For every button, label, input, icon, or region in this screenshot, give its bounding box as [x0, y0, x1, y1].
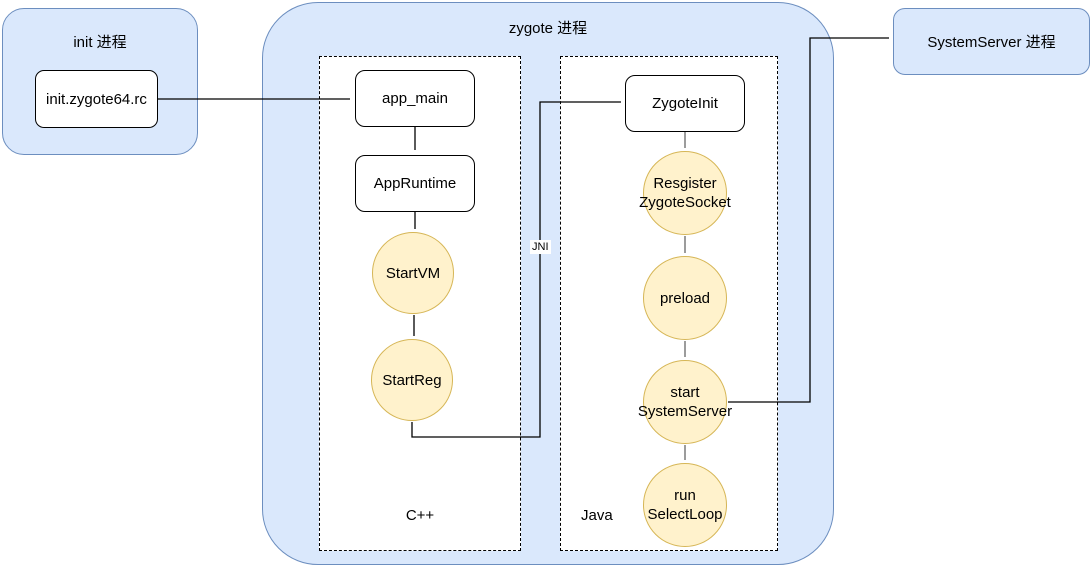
node-startreg: StartReg — [371, 339, 453, 421]
systemserver-process-container: SystemServer 进程 — [893, 8, 1090, 75]
node-zygoteinit: ZygoteInit — [625, 75, 745, 132]
zygote-process-title: zygote 进程 — [508, 20, 588, 37]
node-init-zygote64-rc: init.zygote64.rc — [35, 70, 158, 128]
init-process-container: init 进程 — [2, 8, 198, 155]
java-section-label: Java — [581, 507, 613, 524]
node-startvm: StartVM — [372, 232, 454, 314]
init-process-title: init 进程 — [73, 34, 127, 51]
node-start-systemserver: start SystemServer — [638, 360, 732, 444]
node-preload: preload — [643, 256, 727, 340]
jni-label: JNI — [530, 240, 551, 254]
node-register-zygotesocket: Resgister ZygoteSocket — [639, 151, 731, 235]
node-appruntime: AppRuntime — [355, 155, 475, 212]
cpp-section-label: C++ — [405, 507, 435, 524]
node-run-selectloop: run SelectLoop — [643, 463, 727, 547]
node-app-main: app_main — [355, 70, 475, 127]
